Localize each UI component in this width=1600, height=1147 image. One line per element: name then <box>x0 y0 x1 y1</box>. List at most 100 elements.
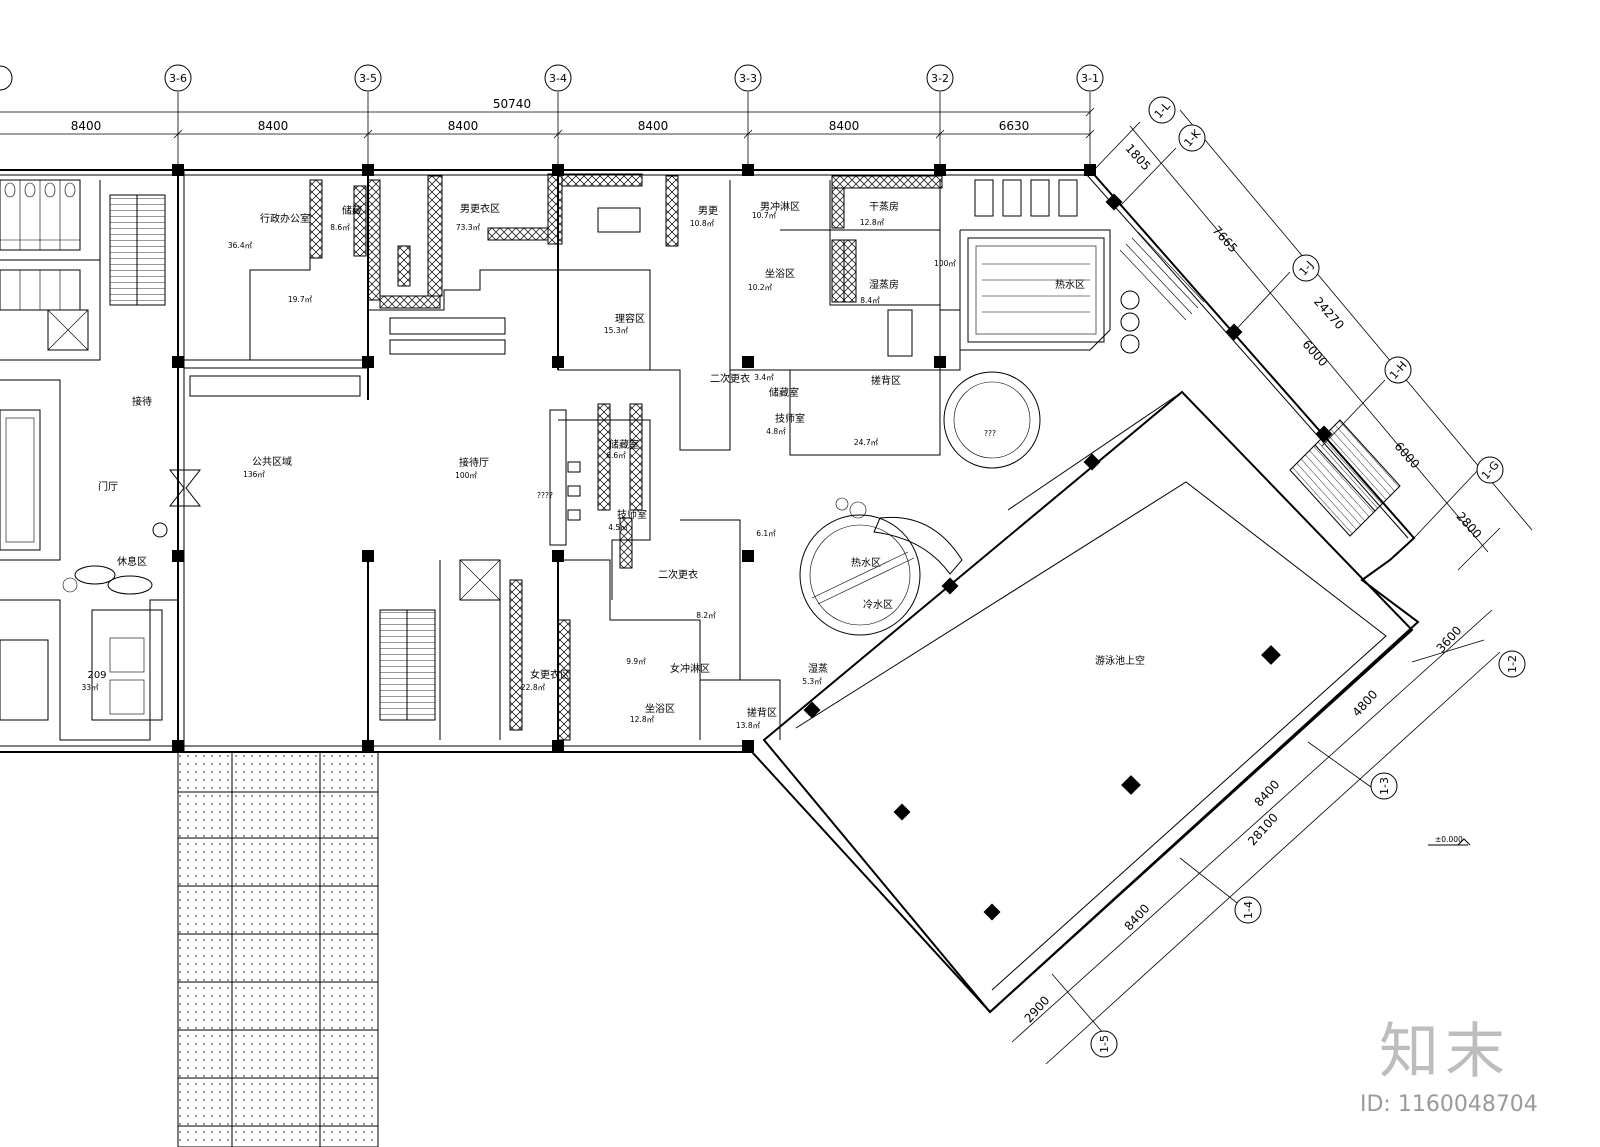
room-area: 10.2㎡ <box>748 283 773 292</box>
round-tubs <box>799 371 1041 636</box>
toilet-stalls <box>0 179 81 311</box>
room-label: 坐浴区 <box>645 703 675 715</box>
room-area: 6.1㎡ <box>756 529 776 538</box>
room-label: 储藏室 <box>609 438 639 451</box>
room-label: 男更衣区 <box>460 202 500 215</box>
top-dimensions: 50740 8400 8400 8400 8400 8400 6630 <box>0 92 1095 170</box>
axis-label: 1-2 <box>1506 655 1519 673</box>
room-label: 技师室 <box>617 508 647 521</box>
span-dimension: 8400 <box>829 119 860 133</box>
room-area: 12.8㎡ <box>630 715 655 724</box>
room-label: 搓背区 <box>747 706 777 719</box>
axis-label: 3-2 <box>931 72 949 85</box>
room-label: 男冲淋区 <box>760 200 800 213</box>
room-label: 储藏室 <box>769 386 799 399</box>
top-axis-bubbles: 3-6 3-5 3-4 3-3 3-2 3-1 <box>164 64 1104 92</box>
axis-label: 3-5 <box>359 72 377 85</box>
room-label: 209 <box>87 670 106 681</box>
span-dimension: 6630 <box>999 119 1030 133</box>
room-area: 8.6㎡ <box>330 223 350 232</box>
room-label: 干蒸房 <box>869 200 899 213</box>
watermark: 知末 ID: 1160048704 <box>1360 1017 1538 1117</box>
span-dimension: 8400 <box>258 119 289 133</box>
room-labels: 行政办公室 36.4㎡ 储藏 8.6㎡ 男更衣区 73.3㎡ 男更 10.8㎡ … <box>81 200 1145 730</box>
room-area: 10.7㎡ <box>752 211 777 220</box>
room-area: 100㎡ <box>934 259 956 268</box>
room-label: 冷水区 <box>863 598 893 611</box>
room-label: 休息区 <box>117 555 147 568</box>
room-label: 门厅 <box>98 480 118 493</box>
span-dimension: 8400 <box>1252 777 1283 809</box>
span-dimension: 1805 <box>1123 141 1154 173</box>
room-label: 行政办公室 <box>260 212 310 225</box>
room-label: 公共区域 <box>252 455 292 468</box>
room-label: 坐浴区 <box>765 268 795 280</box>
watermark-logo: 知末 <box>1379 1017 1511 1087</box>
room-label: 储藏 <box>342 204 362 217</box>
overall-dimension: 50740 <box>493 97 531 111</box>
room-area: 5.3㎡ <box>802 677 822 686</box>
room-label: 湿蒸房 <box>869 278 899 291</box>
locker-banks <box>309 173 943 741</box>
room-area: 15.3㎡ <box>604 326 629 335</box>
level-mark-text: ±0.000 <box>1435 835 1463 844</box>
swimming-pool-void <box>762 390 1414 1014</box>
room-area: 73.3㎡ <box>456 223 481 232</box>
room-label: 女冲淋区 <box>670 662 710 675</box>
room-label: 二次更衣 <box>658 568 698 581</box>
room-area: 8.2㎡ <box>696 611 716 620</box>
axis-label: 3-4 <box>549 72 567 85</box>
room-label: 二次更衣 <box>710 372 750 385</box>
room-area: 100㎡ <box>455 471 477 480</box>
room-label: 女更衣区 <box>530 668 570 681</box>
room-area: 19.7㎡ <box>288 295 313 304</box>
room-label: 湿蒸 <box>808 663 828 675</box>
axis-label: 3-3 <box>739 72 757 85</box>
span-dimension: 8400 <box>448 119 479 133</box>
room-area: 13.8㎡ <box>736 721 761 730</box>
room-label: 热水区 <box>851 556 881 569</box>
room-area: 3.4㎡ <box>754 373 774 382</box>
room-area: 10.8㎡ <box>690 219 715 228</box>
span-dimension: 8400 <box>71 119 102 133</box>
room-area: 24.7㎡ <box>854 438 879 447</box>
level-mark: ±0.000 <box>1428 835 1471 846</box>
hot-pool <box>967 179 1205 354</box>
room-label: 理容区 <box>615 312 645 325</box>
room-label: 接待 <box>132 395 152 408</box>
room-label: 热水区 <box>1055 278 1085 291</box>
watermark-id: ID: 1160048704 <box>1360 1092 1538 1117</box>
canopy-grid <box>177 751 379 1147</box>
span-dimension: 7665 <box>1210 223 1241 255</box>
room-label: ???? <box>537 491 553 500</box>
right-dimensions: 1-L 1-K 1-J 1-H 1-G 1805 7665 6000 6000 … <box>1091 96 1533 571</box>
axis-label: 3-1 <box>1081 72 1099 85</box>
room-label: 接待厅 <box>459 456 489 469</box>
room-area: 12.8㎡ <box>860 218 885 227</box>
axis-bubble-partial <box>0 65 13 91</box>
lobby-furniture <box>0 207 641 721</box>
room-area: 33㎡ <box>81 683 99 692</box>
room-label: 游泳池上空 <box>1095 654 1145 667</box>
room-area: 136㎡ <box>243 470 265 479</box>
axis-label: 1-3 <box>1378 777 1391 795</box>
room-area: 36.4㎡ <box>228 241 253 250</box>
axis-label: 1-5 <box>1098 1035 1111 1053</box>
span-dimension: 6000 <box>1392 439 1423 471</box>
span-dimension: 6000 <box>1300 337 1331 369</box>
room-label: 技师室 <box>775 412 805 425</box>
room-area: 22.8㎡ <box>521 683 546 692</box>
axis-label: 1-4 <box>1242 901 1255 919</box>
span-dimension: 8400 <box>638 119 669 133</box>
room-area: 9.9㎡ <box>626 657 646 666</box>
room-label: 男更 <box>698 205 718 217</box>
span-dimension: 8400 <box>1122 901 1153 933</box>
room-label: ??? <box>984 429 996 438</box>
room-area: 4.5㎡ <box>608 523 628 532</box>
stairs <box>109 194 1401 721</box>
span-dimension: 2800 <box>1454 509 1485 541</box>
axis-label: 3-6 <box>169 72 187 85</box>
room-area: 4.8㎡ <box>766 427 786 436</box>
room-area: 8.4㎡ <box>860 296 880 305</box>
